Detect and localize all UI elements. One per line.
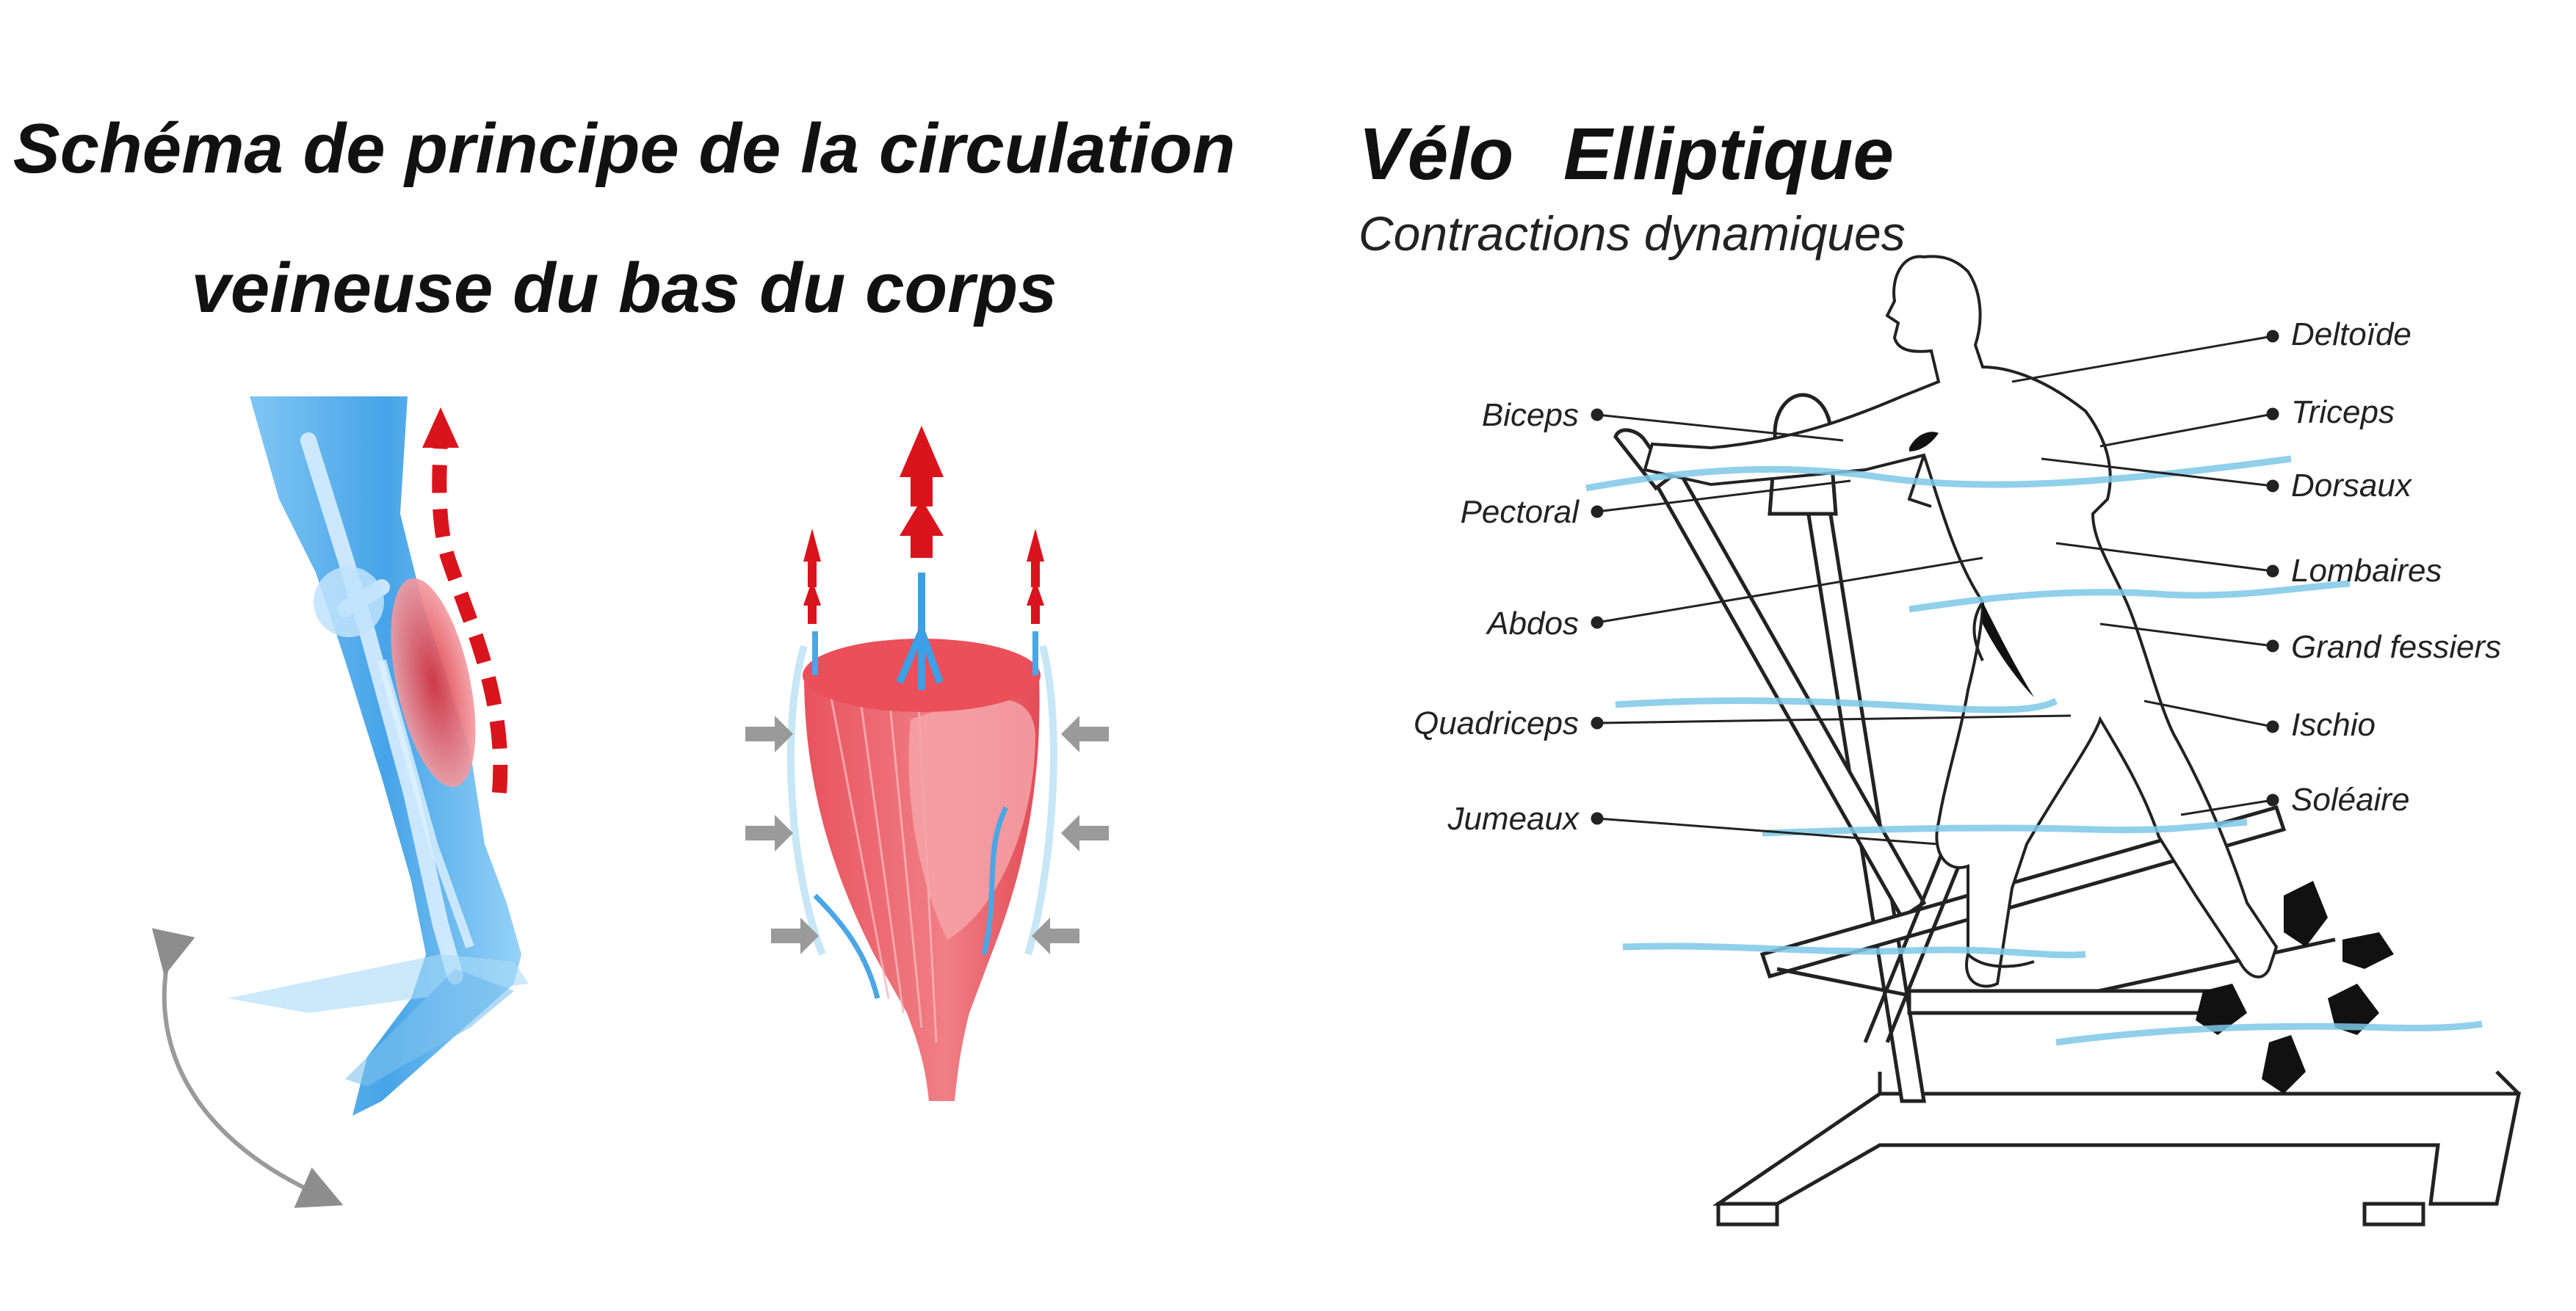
leg-silhouette — [250, 396, 521, 1116]
calf-muscle — [391, 578, 476, 788]
label-dorsaux: Dorsaux — [2291, 468, 2413, 504]
label-jumeaux: Jumeaux — [1447, 801, 1580, 837]
foot-positions — [228, 954, 529, 1086]
pressure-arrows — [745, 716, 1109, 954]
right-subtitle: Contractions dynamiques — [1358, 206, 1906, 261]
left-title-line2: veineuse du bas du corps — [191, 249, 1057, 327]
central-vein — [896, 573, 944, 690]
figure-shadows — [1909, 432, 2034, 697]
left-title-line1: Schéma de principe de la circulation — [12, 109, 1236, 188]
label-abdos: Abdos — [1485, 606, 1579, 642]
venous-return-arrow — [432, 440, 508, 794]
label-triceps: Triceps — [2291, 394, 2395, 430]
leg-illustration — [151, 396, 529, 1208]
flow-waves — [1585, 455, 2483, 1046]
muscle-labels-right: Deltoïde Triceps Dorsaux Lombaires Grand… — [2291, 316, 2501, 818]
knee-joint — [314, 567, 384, 637]
label-deltoide: Deltoïde — [2291, 316, 2412, 352]
upward-flow-arrows — [803, 426, 1044, 624]
muscle-cylinder-illustration — [745, 426, 1109, 1101]
right-title: Vélo Elliptique — [1358, 113, 1894, 195]
muscle-cross-section — [908, 699, 1035, 940]
label-soleaire: Soléaire — [2291, 782, 2409, 818]
motion-arc-arrow — [151, 928, 344, 1208]
human-figure — [1643, 255, 2279, 988]
label-lombaires: Lombaires — [2291, 553, 2442, 589]
label-biceps: Biceps — [1482, 397, 1579, 433]
label-ischio: Ischio — [2291, 707, 2376, 743]
label-quadriceps: Quadriceps — [1414, 705, 1579, 741]
label-leaders — [1591, 330, 2279, 846]
arrow-head — [422, 407, 459, 448]
label-grand-fessiers: Grand fessiers — [2291, 629, 2501, 665]
muscle-labels-left: Biceps Pectoral Abdos Quadriceps Jumeaux — [1414, 397, 1580, 837]
label-pectoral: Pectoral — [1461, 494, 1580, 530]
